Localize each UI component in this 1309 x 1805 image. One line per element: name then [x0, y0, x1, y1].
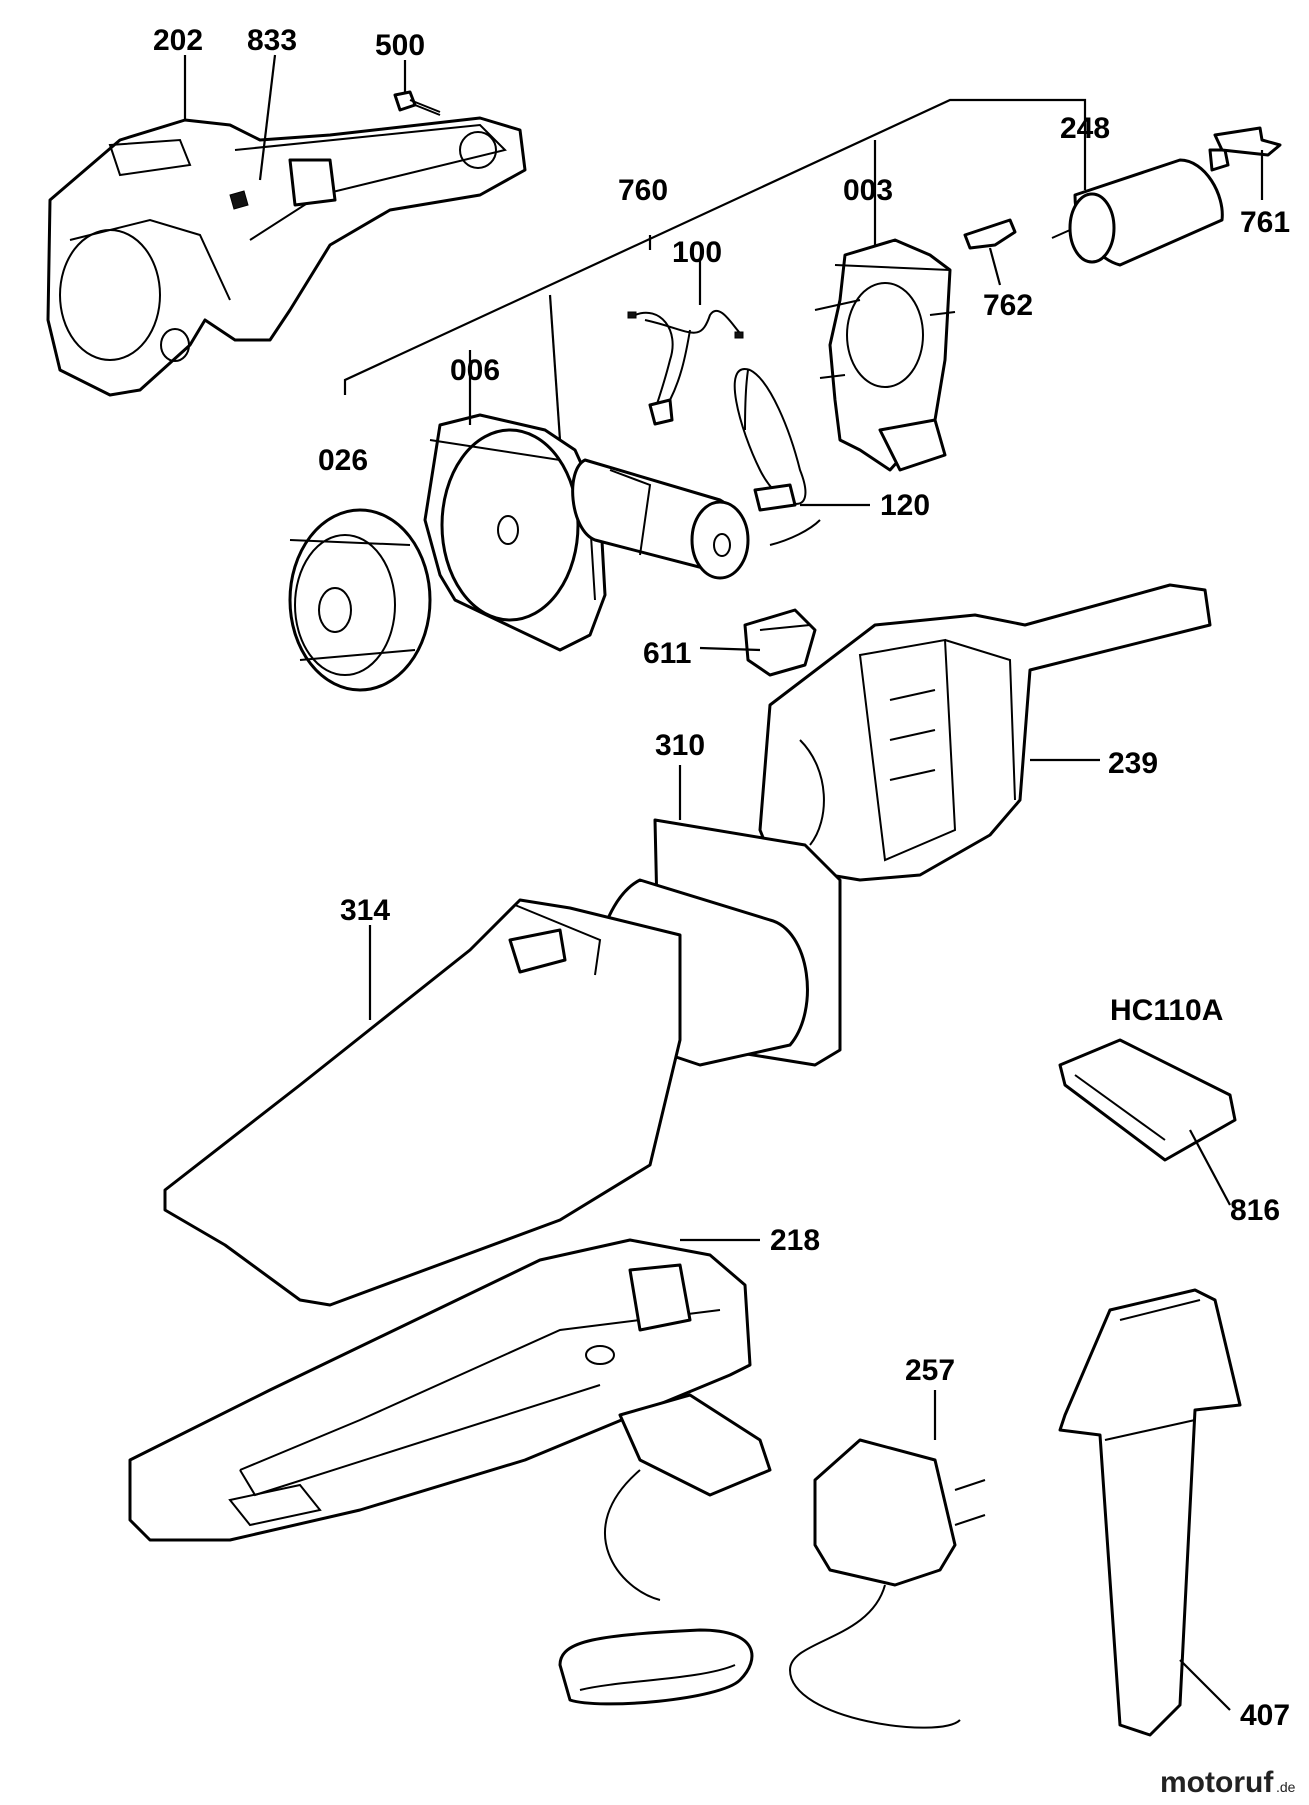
label-500: 500 [375, 29, 425, 62]
label-257: 257 [905, 1354, 955, 1387]
fan-part [288, 508, 432, 692]
upper-housing-part [46, 116, 527, 397]
label-310: 310 [655, 729, 705, 762]
switch-button-part [743, 608, 817, 677]
charging-base-part [128, 1238, 752, 1542]
label-202: 202 [153, 24, 203, 57]
dust-bowl-part [163, 898, 682, 1307]
watermark: motoruf .de [1160, 1766, 1296, 1799]
leader-lines [183, 54, 1264, 1711]
label-611: 611 [643, 637, 691, 670]
label-239: 239 [1108, 747, 1158, 780]
label-003: 003 [843, 174, 893, 207]
motor-part [1051, 148, 1230, 267]
motor-can-part [571, 458, 750, 580]
crevice-clip-part [1058, 1038, 1237, 1162]
wiring-harness-part [627, 310, 744, 426]
wall-charger-part [788, 1438, 986, 1729]
label-761: 761 [1240, 206, 1290, 239]
label-006: 006 [450, 354, 500, 387]
fan-housing-part [423, 413, 607, 652]
label-407: 407 [1240, 1699, 1290, 1732]
watermark-suffix: .de [1276, 1779, 1296, 1795]
label-314: 314 [340, 894, 390, 927]
part-labels: 202 833 500 248 761 760 003 100 762 006 … [153, 24, 1290, 1732]
label-026: 026 [318, 444, 368, 477]
screw-part [393, 90, 441, 116]
label-760: 760 [618, 174, 668, 207]
label-762: 762 [983, 289, 1033, 322]
label-816: 816 [1230, 1194, 1280, 1227]
charger-connector-part [558, 1393, 772, 1706]
terminal-clip-part [1213, 126, 1282, 157]
switch-wire-part [733, 368, 821, 546]
label-hc110a: HC110A [1110, 994, 1223, 1027]
label-120: 120 [880, 489, 930, 522]
label-218: 218 [770, 1224, 820, 1257]
label-833: 833 [247, 24, 297, 57]
label-248: 248 [1060, 112, 1110, 145]
brush-holder-part [814, 238, 956, 472]
lower-housing-part [758, 583, 1212, 882]
crevice-tool-part [1058, 1288, 1242, 1737]
small-clip-part [963, 218, 1017, 250]
label-100: 100 [672, 236, 722, 269]
watermark-brand: motoruf [1160, 1766, 1274, 1799]
